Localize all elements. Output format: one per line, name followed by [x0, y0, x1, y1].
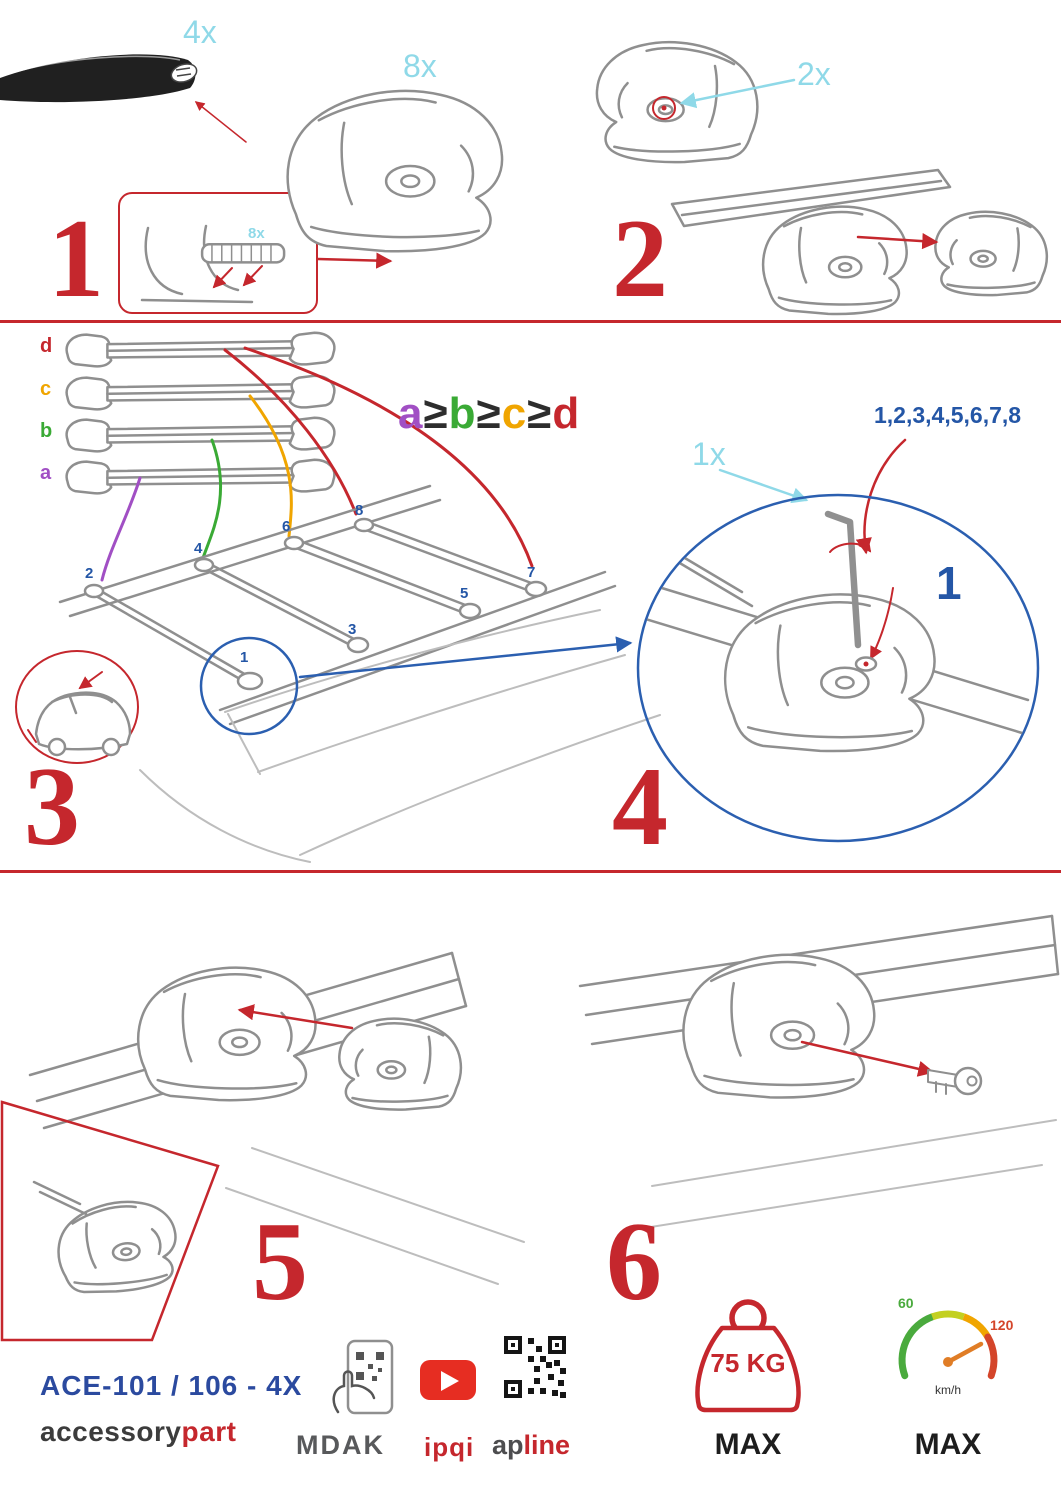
logo-apline: apline — [492, 1430, 571, 1460]
step-number-1: 1 — [48, 197, 104, 321]
allen-key-icon — [824, 510, 862, 649]
step-number-4: 4 — [612, 745, 668, 869]
qty-label-key: 1x — [692, 436, 726, 472]
qr-code-icon — [504, 1336, 566, 1398]
step-number-2: 2 — [612, 197, 668, 321]
size-order-formula: a≥b≥c≥d — [398, 389, 581, 438]
logo-mdak: MDAK — [296, 1430, 385, 1460]
bar-size-label-a: a — [40, 462, 52, 484]
pad-detail-box — [118, 192, 318, 314]
section-divider-2 — [0, 870, 1061, 873]
speedometer-icon — [898, 1310, 998, 1380]
bar-size-label-c: c — [40, 378, 52, 400]
phone-scan-icon — [332, 1341, 392, 1413]
roof-position-4: 4 — [194, 540, 203, 557]
speed-scale-low: 60 — [898, 1295, 914, 1311]
qty-label-locks: 2x — [797, 56, 831, 92]
roof-position-3: 3 — [348, 621, 357, 638]
youtube-icon — [420, 1360, 476, 1400]
tighten-sequence: 1,2,3,4,5,6,7,8 — [874, 402, 1022, 428]
max-load-value: 75 KG — [710, 1348, 786, 1378]
roof-position-5: 5 — [460, 585, 469, 602]
product-code: ACE-101 / 106 - 4X — [40, 1370, 303, 1401]
detail-callout-1: 1 — [936, 557, 962, 609]
bar-size-label-d: d — [40, 335, 53, 357]
qty-label-bars: 4x — [183, 14, 217, 50]
step-number-6: 6 — [606, 1200, 662, 1324]
roof-position-8: 8 — [355, 502, 364, 519]
speed-unit: km/h — [934, 1383, 961, 1397]
qty-label-feet: 8x — [403, 48, 437, 84]
roof-position-2: 2 — [85, 565, 94, 582]
speed-scale-high: 120 — [990, 1317, 1014, 1333]
step4-art — [636, 438, 1040, 843]
roof-position-1: 1 — [240, 649, 249, 666]
roof-position-7: 7 — [527, 564, 536, 581]
max-load-label: MAX — [714, 1428, 782, 1461]
step6-art — [580, 916, 1058, 1230]
roof-position-6: 6 — [282, 518, 291, 535]
brand-accessorypart: accessorypart — [40, 1416, 237, 1447]
step-number-5: 5 — [252, 1200, 308, 1324]
qty-label-pads: 8x — [248, 225, 265, 242]
logo-ipqi: ipqi — [424, 1432, 475, 1462]
max-speed-label: MAX — [914, 1428, 982, 1461]
step-number-3: 3 — [24, 745, 80, 869]
section-divider-1 — [0, 320, 1061, 323]
key-icon — [928, 1068, 981, 1094]
bar-size-label-b: b — [40, 420, 53, 442]
